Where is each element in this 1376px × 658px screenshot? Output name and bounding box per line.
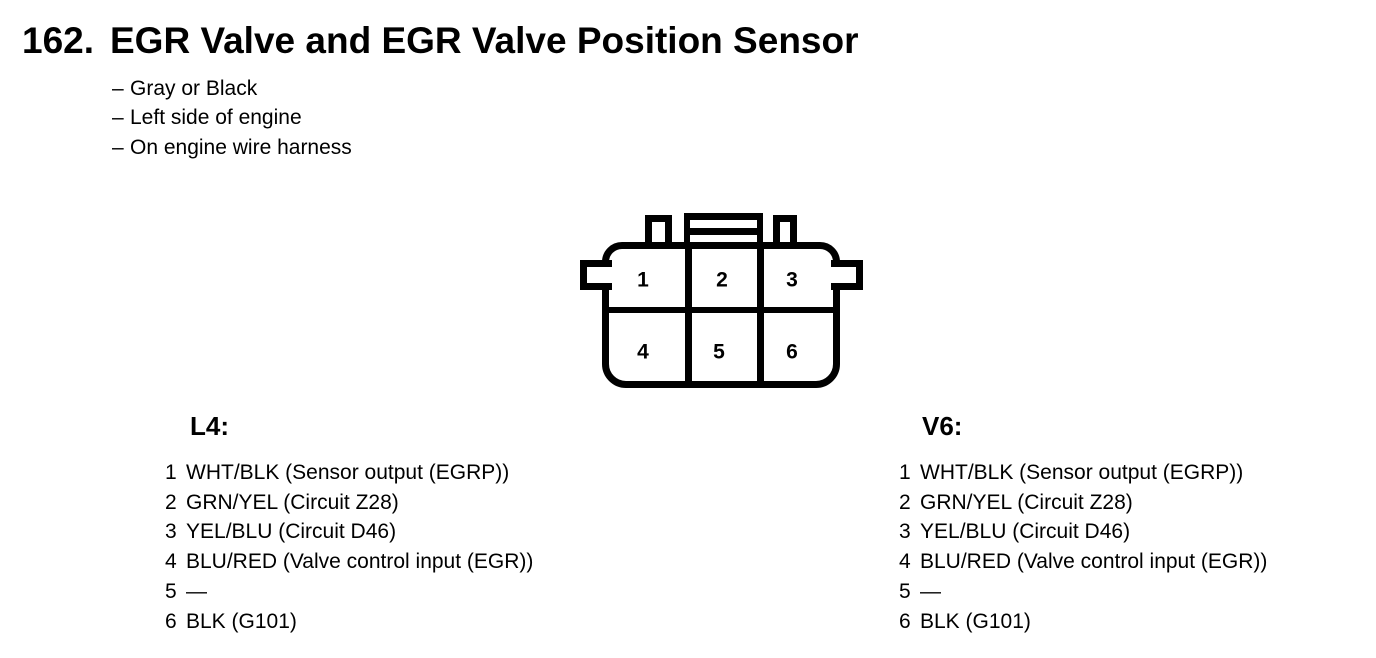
page-title: EGR Valve and EGR Valve Position Sensor <box>110 20 859 61</box>
note-dash: – <box>112 135 124 159</box>
note-text: Gray or Black <box>130 77 258 100</box>
pin-number: 1 <box>165 461 177 484</box>
section-number: 162. <box>22 20 95 61</box>
pin-row: 4 BLU/RED (Valve control input (EGR)) <box>899 547 1376 577</box>
pin-number: 1 <box>899 461 911 484</box>
pin-list-v6: V6: 1 WHT/BLK (Sensor output (EGRP)) 2 G… <box>899 412 1376 636</box>
connector-notes: – Gray or Black – Left side of engine – … <box>112 74 352 162</box>
pin-number: 4 <box>899 550 911 574</box>
pin-cavity-1: 1 <box>637 268 649 292</box>
pin-description: YEL/BLU (Circuit D46) <box>186 520 397 544</box>
pin-row: 2 GRN/YEL (Circuit Z28) <box>165 488 685 518</box>
pin-list-l4: L4: 1 WHT/BLK (Sensor output (EGRP)) 2 G… <box>165 412 685 636</box>
pin-row: 1 WHT/BLK (Sensor output (EGRP)) <box>165 458 685 488</box>
pin-number: 5 <box>165 579 177 603</box>
pin-description: WHT/BLK (Sensor output (EGRP)) <box>186 461 510 484</box>
note-item: – Left side of engine <box>112 103 352 132</box>
pin-cavity-2: 2 <box>716 268 728 292</box>
pin-cavity-3: 3 <box>786 268 798 292</box>
pin-row: 5 — <box>899 577 1376 607</box>
cavity-divider-vertical-2 <box>757 249 764 381</box>
pin-cavity-4: 4 <box>637 340 649 364</box>
pin-row: 6 BLK (G101) <box>165 607 685 637</box>
pin-row: 3 YEL/BLU (Circuit D46) <box>899 517 1376 547</box>
pin-number: 6 <box>165 609 177 633</box>
note-item: – Gray or Black <box>112 74 352 103</box>
pin-description: — <box>920 579 941 603</box>
pin-description: — <box>186 579 207 603</box>
connector-body: 1 2 3 4 5 6 <box>602 242 840 388</box>
pin-cavity-5: 5 <box>713 340 725 364</box>
cavity-divider-vertical-1 <box>685 249 692 381</box>
note-item: – On engine wire harness <box>112 133 352 162</box>
pin-number: 2 <box>165 490 177 514</box>
note-dash: – <box>112 77 124 100</box>
pin-row: 3 YEL/BLU (Circuit D46) <box>165 517 685 547</box>
pin-row: 6 BLK (G101) <box>899 607 1376 637</box>
pin-description: BLU/RED (Valve control input (EGR)) <box>920 550 1268 574</box>
pin-row: 5 — <box>165 577 685 607</box>
pin-description: BLK (G101) <box>920 609 1031 633</box>
connector-diagram: 1 2 3 4 5 6 <box>580 212 863 389</box>
note-text: On engine wire harness <box>130 135 352 159</box>
pin-list-heading-v6: V6: <box>922 411 963 441</box>
pin-cavity-6: 6 <box>786 340 798 364</box>
pin-row: 1 WHT/BLK (Sensor output (EGRP)) <box>899 458 1376 488</box>
note-text: Left side of engine <box>130 106 302 130</box>
pin-number: 3 <box>165 520 177 544</box>
pin-number: 3 <box>899 520 911 544</box>
pin-number: 6 <box>899 609 911 633</box>
pin-description: BLU/RED (Valve control input (EGR)) <box>186 550 534 574</box>
pin-description: GRN/YEL (Circuit Z28) <box>920 490 1133 514</box>
pin-number: 2 <box>899 490 911 514</box>
pin-number: 4 <box>165 550 177 574</box>
pin-list-heading-l4: L4: <box>190 411 229 441</box>
index-tab-left <box>645 215 672 242</box>
pin-row: 4 BLU/RED (Valve control input (EGR)) <box>165 547 685 577</box>
latch-tab <box>684 213 763 242</box>
pin-rows: 1 WHT/BLK (Sensor output (EGRP)) 2 GRN/Y… <box>165 458 685 636</box>
note-dash: – <box>112 106 124 130</box>
pin-description: YEL/BLU (Circuit D46) <box>920 520 1131 544</box>
mount-ear-left <box>580 260 612 290</box>
pin-row: 2 GRN/YEL (Circuit Z28) <box>899 488 1376 518</box>
section-header: 162. EGR Valve and EGR Valve Position Se… <box>22 20 859 62</box>
pin-description: BLK (G101) <box>186 609 297 633</box>
cavity-divider-horizontal <box>609 307 833 313</box>
index-tab-right <box>773 215 797 242</box>
pin-rows: 1 WHT/BLK (Sensor output (EGRP)) 2 GRN/Y… <box>899 458 1376 636</box>
pin-description: GRN/YEL (Circuit Z28) <box>186 490 399 514</box>
latch-line <box>690 228 757 235</box>
mount-ear-right <box>831 260 863 290</box>
pin-description: WHT/BLK (Sensor output (EGRP)) <box>920 461 1244 484</box>
pin-number: 5 <box>899 579 911 603</box>
